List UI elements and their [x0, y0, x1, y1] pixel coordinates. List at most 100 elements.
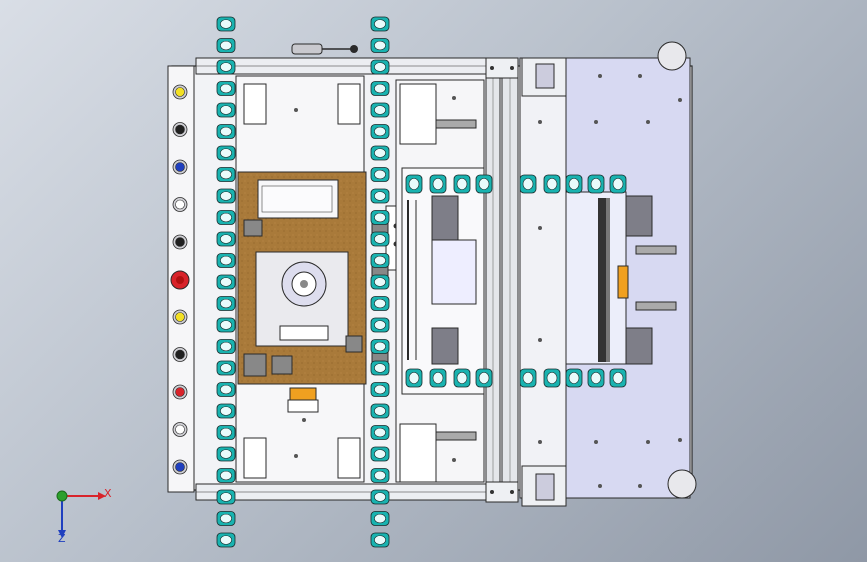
- conveyor-roller: [370, 124, 390, 139]
- bolt-hole: [598, 484, 602, 488]
- conveyor-roller: [370, 360, 390, 376]
- bolt-hole: [638, 74, 642, 78]
- conveyor-roller: [216, 188, 236, 204]
- conveyor-roller: [216, 102, 236, 118]
- conveyor-roller: [370, 317, 390, 333]
- conveyor-roller: [429, 368, 447, 388]
- x-axis-label: X: [104, 487, 112, 500]
- conveyor-roller: [216, 231, 236, 247]
- conveyor-roller: [370, 511, 390, 526]
- conveyor-roller: [519, 174, 537, 194]
- bolt-hole: [538, 120, 542, 124]
- conveyor-roller: [429, 174, 447, 194]
- indicator-lamp: [172, 309, 188, 325]
- conveyor-roller: [216, 532, 236, 548]
- conveyor-roller: [405, 174, 423, 194]
- bolt-hole: [294, 108, 298, 112]
- bolt-hole: [452, 96, 456, 100]
- bolt-hole: [538, 338, 542, 342]
- conveyor-roller: [370, 403, 390, 419]
- conveyor-roller: [453, 368, 471, 388]
- indicator-lamp: [172, 159, 188, 175]
- conveyor-roller: [370, 468, 390, 483]
- conveyor-roller: [405, 368, 423, 388]
- conveyor-roller: [216, 296, 236, 311]
- conveyor-roller: [370, 231, 390, 247]
- z-axis-label: Z: [58, 532, 66, 545]
- bolt-hole: [594, 440, 598, 444]
- conveyor-roller: [216, 145, 236, 161]
- conveyor-roller: [475, 174, 493, 194]
- conveyor-roller: [370, 188, 390, 204]
- conveyor-roller: [216, 317, 236, 333]
- conveyor-roller: [370, 81, 390, 96]
- triad-arrows: [56, 490, 106, 538]
- conveyor-roller: [216, 124, 236, 139]
- coordinate-triad: X Z: [48, 486, 118, 546]
- conveyor-roller: [216, 425, 236, 440]
- orange-block: [289, 387, 317, 401]
- conveyor-roller: [370, 296, 390, 311]
- conveyor-roller: [370, 210, 390, 225]
- bolt-hole: [452, 458, 456, 462]
- conveyor-roller: [216, 403, 236, 419]
- conveyor-roller: [370, 102, 390, 118]
- conveyor-roller: [216, 489, 236, 505]
- conveyor-roller: [216, 253, 236, 268]
- conveyor-roller: [370, 339, 390, 354]
- indicator-lamp: [172, 197, 188, 212]
- conveyor-roller: [216, 468, 236, 483]
- conveyor-roller: [370, 38, 390, 53]
- bolt-hole: [538, 226, 542, 230]
- conveyor-roller: [370, 532, 390, 548]
- conveyor-roller: [370, 425, 390, 440]
- bolt-hole: [678, 98, 682, 102]
- bolt-hole: [302, 418, 306, 422]
- bolt-hole: [638, 484, 642, 488]
- conveyor-roller: [565, 174, 583, 194]
- conveyor-roller: [216, 59, 236, 75]
- conveyor-roller: [216, 446, 236, 462]
- conveyor-roller: [216, 274, 236, 290]
- conveyor-roller: [370, 489, 390, 505]
- conveyor-roller: [587, 368, 605, 388]
- conveyor-roller: [370, 274, 390, 290]
- top-handle: [291, 43, 358, 55]
- right-station: [565, 191, 627, 365]
- conveyor-roller: [216, 210, 236, 225]
- indicator-lamp: [172, 384, 188, 400]
- bolt-hole: [594, 120, 598, 124]
- conveyor-roller: [216, 38, 236, 53]
- conveyor-roller: [370, 446, 390, 462]
- indicator-lamp: [172, 234, 188, 250]
- orange-indicator: [617, 265, 629, 299]
- indicator-lamp: [172, 422, 188, 437]
- conveyor-roller: [370, 16, 390, 32]
- conveyor-roller: [216, 16, 236, 32]
- conveyor-roller: [475, 368, 493, 388]
- conveyor-roller: [609, 368, 627, 388]
- emergency-stop: [170, 270, 190, 290]
- indicator-lamp: [172, 347, 188, 362]
- bolt-hole: [646, 440, 650, 444]
- bolt-hole: [294, 454, 298, 458]
- conveyor-roller: [519, 368, 537, 388]
- conveyor-roller: [370, 167, 390, 182]
- conveyor-roller: [370, 145, 390, 161]
- bolt-hole: [678, 438, 682, 442]
- conveyor-roller: [543, 174, 561, 194]
- conveyor-roller: [216, 382, 236, 397]
- conveyor-roller: [370, 382, 390, 397]
- conveyor-roller: [216, 511, 236, 526]
- bolt-hole: [538, 440, 542, 444]
- conveyor-roller: [609, 174, 627, 194]
- conveyor-roller: [216, 339, 236, 354]
- bolt-hole: [598, 74, 602, 78]
- conveyor-roller: [370, 253, 390, 268]
- conveyor-roller: [370, 59, 390, 75]
- conveyor-roller: [565, 368, 583, 388]
- conveyor-roller: [453, 174, 471, 194]
- conveyor-roller: [587, 174, 605, 194]
